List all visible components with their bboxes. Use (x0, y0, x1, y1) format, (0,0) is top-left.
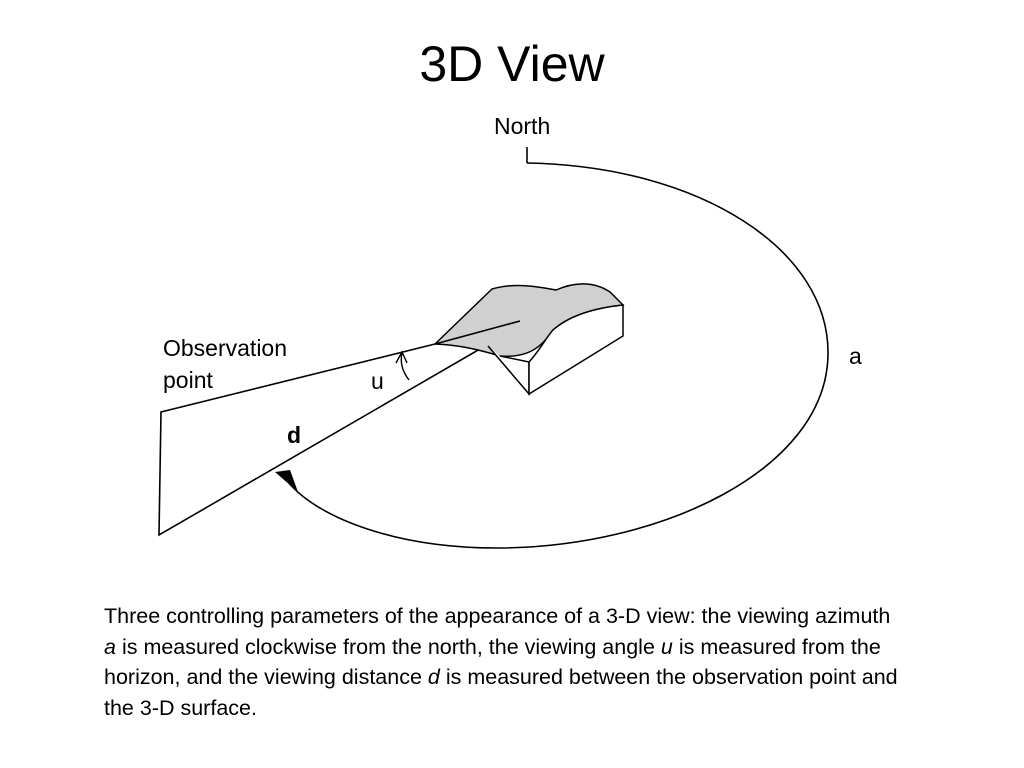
observation-point-label-line2: point (163, 367, 213, 393)
caption-text-4: is measured between the observation poin… (104, 665, 898, 720)
block-right-face (528, 304, 624, 396)
caption-text-2: is measured clockwise from the north, th… (115, 634, 661, 659)
observation-point-label-line1: Observation (163, 335, 287, 361)
3d-view-diagram: North a u Observation point d (158, 113, 862, 549)
azimuth-arc (287, 162, 829, 549)
caption-var-u: u (660, 634, 673, 659)
3d-surface-block (433, 283, 625, 397)
slide-title: 3D View (419, 36, 605, 92)
azimuth-label: a (849, 343, 862, 369)
viewing-angle-arc (400, 352, 410, 381)
observation-plane (158, 341, 493, 537)
viewing-angle-arrow (395, 350, 408, 364)
caption-var-a: a (104, 634, 116, 659)
caption: Three controlling parameters of the appe… (104, 601, 904, 723)
north-label: North (494, 113, 550, 139)
caption-text-1: Three controlling parameters of the appe… (104, 604, 891, 628)
caption-text-3: is measured from the horizon, and the vi… (104, 634, 881, 690)
caption-var-d: d (427, 665, 440, 689)
azimuth-arrowhead (275, 470, 298, 492)
viewing-angle-label: u (371, 368, 384, 394)
line-of-sight (434, 320, 521, 345)
viewing-distance-label: d (287, 422, 301, 448)
